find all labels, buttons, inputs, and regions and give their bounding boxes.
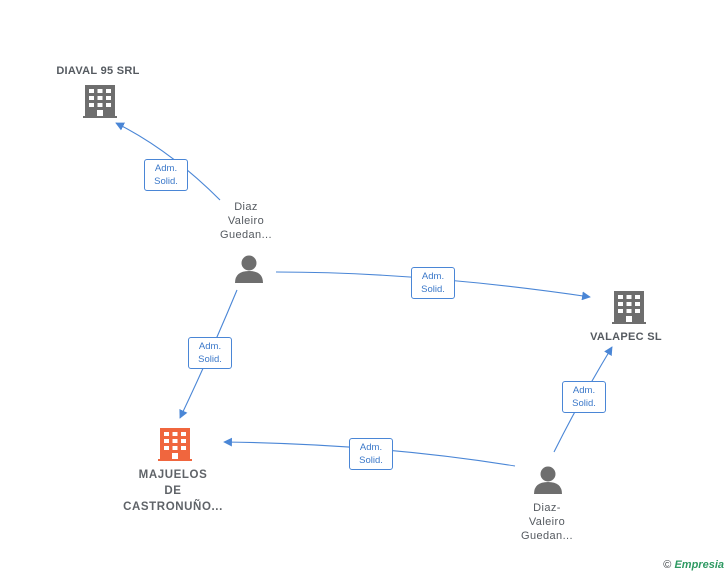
node-label-diaval[interactable]: DIAVAL 95 SRL (56, 65, 140, 77)
building-icon[interactable] (83, 85, 117, 118)
edge-label-person2-valapec[interactable]: Adm. Solid. (562, 381, 606, 413)
building-icon[interactable] (158, 428, 192, 461)
person-icon[interactable] (235, 255, 263, 284)
edge-label-person1-diaval[interactable]: Adm. Solid. (144, 159, 188, 191)
edge-label-person1-valapec[interactable]: Adm. Solid. (411, 267, 455, 299)
copyright-symbol: © (663, 559, 672, 571)
edge-person1-diaval (115, 122, 221, 201)
node-label-valapec[interactable]: VALAPEC SL (590, 331, 662, 343)
edge-label-person1-majuelos[interactable]: Adm. Solid. (188, 337, 232, 369)
edge-label-person2-majuelos[interactable]: Adm. Solid. (349, 438, 393, 470)
copyright-footer: © Empresia (663, 559, 724, 571)
node-label-person2[interactable]: Diaz- Valeiro Guedan... (521, 502, 573, 542)
node-label-majuelos[interactable]: MAJUELOS DE CASTRONUÑO... (123, 469, 223, 513)
node-label-person1[interactable]: Diaz Valeiro Guedan... (220, 201, 272, 241)
building-icon[interactable] (612, 291, 646, 324)
brand-logo[interactable]: Empresia (674, 559, 724, 571)
person-icon[interactable] (534, 466, 562, 495)
